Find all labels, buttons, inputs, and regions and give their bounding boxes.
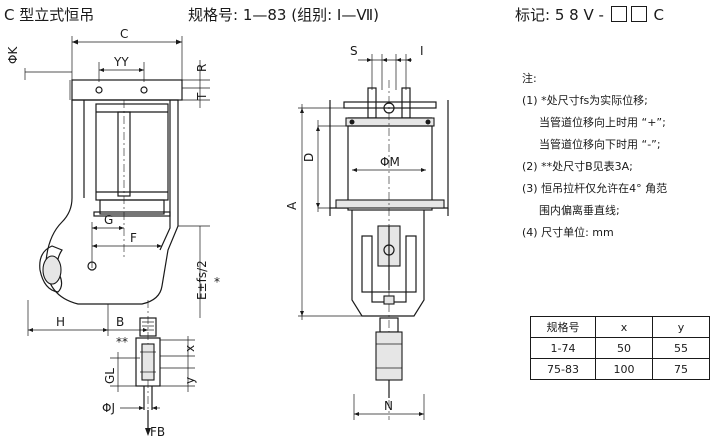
label-T: T xyxy=(195,92,209,101)
marking-code: 标记: 5 8 V - C xyxy=(515,4,664,25)
label-FB: FB xyxy=(150,425,165,439)
table-header: y xyxy=(652,316,710,338)
spec-table: 规格号 x y 1-74 50 55 75-83 100 75 xyxy=(530,316,710,380)
table-cell: 50 xyxy=(595,337,653,359)
label-y: y xyxy=(183,377,197,384)
table-cell: 75 xyxy=(652,358,710,380)
table-header: x xyxy=(595,316,653,338)
label-star2: ** xyxy=(116,335,128,349)
label-S: S xyxy=(350,44,358,58)
note-1: (1) *处尺寸fs为实际位移; xyxy=(522,94,648,107)
note-1b: 当管道位移向下时用 “-”; xyxy=(539,138,661,151)
drawing-title: C 型立式恒吊 xyxy=(4,6,95,24)
label-R: R xyxy=(195,64,209,72)
table-row: 75-83 100 75 xyxy=(530,358,710,380)
note-3a: 围内偏离垂直线; xyxy=(539,204,620,217)
placeholder-box-2 xyxy=(630,6,647,22)
table-header-row: 规格号 x y xyxy=(530,316,710,338)
placeholder-box-1 xyxy=(610,6,627,22)
table-cell: 100 xyxy=(595,358,653,380)
note-2: (2) **处尺寸B见表3A; xyxy=(522,160,633,173)
label-E: E±fs/2 xyxy=(195,260,209,300)
front-view: S I ΦM xyxy=(285,44,449,420)
label-YY: YY xyxy=(113,55,129,69)
label-star: * xyxy=(214,275,220,289)
notes-title: 注: xyxy=(522,72,537,85)
label-G: G xyxy=(104,213,113,227)
label-phiK: ΦK xyxy=(6,46,20,64)
label-N: N xyxy=(384,399,393,413)
table-cell: 55 xyxy=(652,337,710,359)
table-row: 1-74 50 55 xyxy=(530,337,710,359)
side-view: C YY ΦK R T xyxy=(6,27,220,439)
table-cell: 75-83 xyxy=(530,358,596,380)
table-cell: 1-74 xyxy=(530,337,596,359)
label-x: x xyxy=(183,345,197,352)
label-D: D xyxy=(302,153,316,162)
marking-prefix: 标记: 5 8 V - xyxy=(515,6,604,24)
notes-block: 注: (1) *处尺寸fs为实际位移; 当管道位移向上时用 “+”; 当管道位移… xyxy=(522,68,667,244)
table-header: 规格号 xyxy=(530,316,596,338)
note-3: (3) 恒吊拉杆仅允许在4° 角范 xyxy=(522,182,668,195)
label-H: H xyxy=(56,315,65,329)
note-4: (4) 尺寸单位: mm xyxy=(522,226,614,239)
label-phiM: ΦM xyxy=(380,155,400,169)
label-GL: GL xyxy=(103,368,117,384)
spec-range: 规格号: 1—83 (组别: Ⅰ—Ⅶ) xyxy=(188,6,379,24)
label-phiJ: ΦJ xyxy=(102,401,115,415)
marking-suffix: C xyxy=(653,6,664,24)
label-C: C xyxy=(120,27,128,41)
label-I: I xyxy=(420,44,424,58)
note-1a: 当管道位移向上时用 “+”; xyxy=(539,116,666,129)
label-A: A xyxy=(285,201,299,210)
label-B: B xyxy=(116,315,124,329)
label-F: F xyxy=(130,231,137,245)
